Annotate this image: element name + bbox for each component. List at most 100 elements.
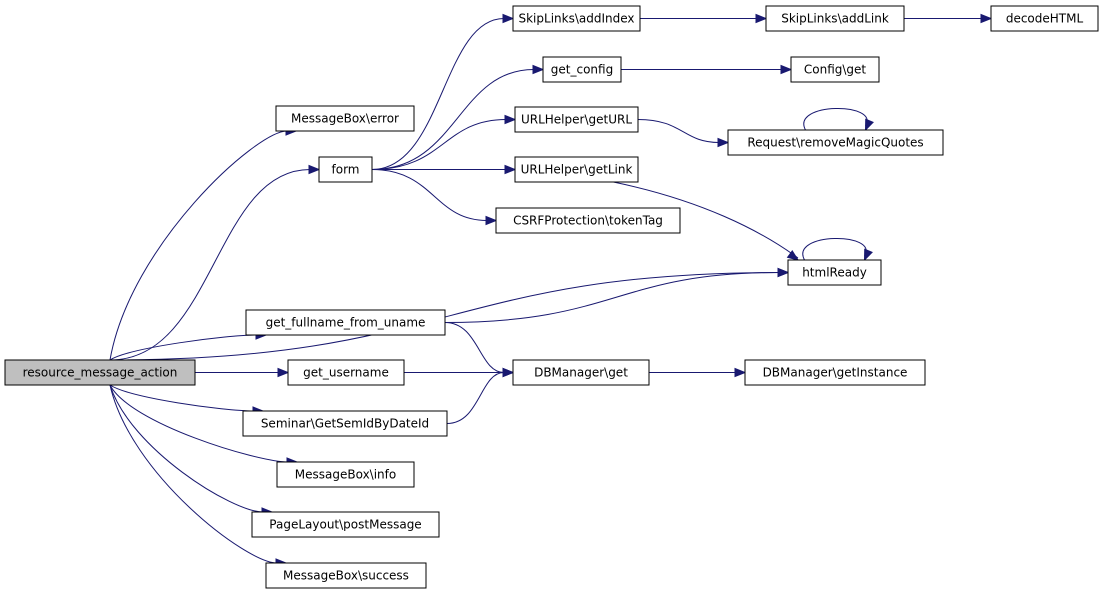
arrowhead-icon	[863, 248, 873, 262]
node-label: URLHelper\getLink	[521, 163, 633, 177]
nodes-layer: resource_message_action MessageBox\error f…	[4, 5, 1099, 589]
node-get-username[interactable]: get_username	[287, 359, 405, 386]
arrowhead-icon	[308, 164, 321, 175]
node-box[interactable]	[275, 105, 415, 132]
node-get-fullname-from-uname[interactable]: get_fullname_from_uname	[245, 309, 446, 336]
arrowhead-icon	[755, 13, 768, 24]
edge-form-to-csrf	[371, 169, 498, 226]
node-urlhelper-getlink[interactable]: URLHelper\getLink	[514, 156, 639, 183]
node-box[interactable]	[287, 359, 405, 386]
node-label: PageLayout\postMessage	[269, 518, 421, 532]
edge-sem-to-dbm_get	[446, 367, 515, 424]
edge-htmlReady-to-htmlReady	[802, 237, 873, 262]
node-label: URLHelper\getURL	[521, 113, 632, 127]
edge-line	[109, 384, 278, 564]
edge-line	[109, 384, 289, 463]
node-box[interactable]	[727, 129, 944, 156]
edge-dbm_get-to-dbm_inst	[649, 367, 747, 378]
edge-form-to-uh_getLink	[372, 164, 517, 175]
node-messagebox-info[interactable]: MessageBox\info	[276, 461, 415, 488]
node-box[interactable]	[542, 56, 622, 83]
arrowhead-icon	[504, 114, 517, 125]
node-box[interactable]	[787, 259, 882, 286]
edge-line	[446, 372, 505, 424]
edge-line	[637, 119, 720, 143]
node-resource-message-action[interactable]: resource_message_action	[4, 359, 196, 386]
edge-line	[371, 169, 488, 221]
node-box[interactable]	[276, 461, 415, 488]
node-skiplinks-addindex[interactable]: SkipLinks\addIndex	[512, 5, 641, 32]
node-get-config[interactable]: get_config	[542, 56, 622, 83]
node-label: decodeHTML	[1006, 12, 1084, 26]
node-htmlready[interactable]: htmlReady	[787, 259, 882, 286]
node-box[interactable]	[318, 156, 373, 183]
node-seminar-getsemidbydateid[interactable]: Seminar\GetSemIdByDateId	[242, 410, 448, 437]
node-box[interactable]	[251, 511, 440, 538]
arrowhead-icon	[780, 64, 793, 75]
edge-line	[109, 169, 311, 361]
edge-form-to-get_config	[371, 64, 545, 170]
arrowhead-icon	[980, 13, 993, 24]
node-csrfprotection-tokentag[interactable]: CSRFProtection\tokenTag	[495, 207, 681, 234]
node-label: Config\get	[804, 63, 867, 77]
node-dbmanager-get[interactable]: DBManager\get	[512, 359, 650, 386]
node-form[interactable]: form	[318, 156, 373, 183]
edge-line	[109, 384, 255, 412]
edge-line	[803, 107, 868, 131]
edges-layer	[109, 13, 993, 568]
edge-get_username-to-dbm_get	[404, 367, 515, 378]
edge-root-to-get_username	[195, 367, 290, 378]
arrowhead-icon	[717, 137, 730, 148]
node-label: Seminar\GetSemIdByDateId	[261, 417, 429, 431]
node-label: get_config	[551, 63, 613, 77]
node-messagebox-error[interactable]: MessageBox\error	[275, 105, 415, 132]
node-box[interactable]	[4, 359, 196, 386]
edge-root-to-form	[109, 164, 321, 361]
edge-sl_addIndex-to-sl_addLink	[640, 13, 768, 24]
node-box[interactable]	[744, 359, 926, 386]
edge-line	[109, 272, 780, 361]
node-box[interactable]	[265, 562, 427, 589]
edge-get_config-to-config_get	[621, 64, 793, 75]
node-box[interactable]	[242, 410, 448, 437]
arrowhead-icon	[777, 267, 790, 278]
node-box[interactable]	[245, 309, 446, 336]
node-dbmanager-getinstance[interactable]: DBManager\getInstance	[744, 359, 926, 386]
node-label: MessageBox\info	[295, 468, 396, 482]
edge-line	[444, 272, 780, 323]
node-decodehtml[interactable]: decodeHTML	[990, 5, 1099, 32]
node-box[interactable]	[990, 5, 1099, 32]
arrowhead-icon	[485, 215, 498, 226]
node-box[interactable]	[514, 156, 639, 183]
edge-root-to-gfn	[109, 330, 268, 361]
node-pagelayout-postmessage[interactable]: PageLayout\postMessage	[251, 511, 440, 538]
edge-line	[444, 322, 505, 373]
edge-line	[613, 181, 799, 259]
edge-line	[109, 384, 264, 513]
edge-line	[802, 237, 867, 261]
node-box[interactable]	[512, 5, 641, 32]
node-label: get_username	[303, 366, 389, 380]
node-box[interactable]	[512, 359, 650, 386]
edge-uh_getURL-to-req_rmq	[637, 119, 730, 148]
node-messagebox-success[interactable]: MessageBox\success	[265, 562, 427, 589]
node-label: DBManager\get	[534, 366, 628, 380]
node-config-get[interactable]: Config\get	[790, 56, 880, 83]
edge-gfn-to-htmlReady	[444, 267, 790, 323]
arrowhead-icon	[864, 118, 874, 132]
node-label: get_fullname_from_uname	[266, 316, 426, 330]
edge-line	[371, 69, 535, 170]
node-label: resource_message_action	[23, 366, 178, 380]
arrowhead-icon	[502, 13, 515, 24]
node-request-removemagicquotes[interactable]: Request\removeMagicQuotes	[727, 129, 944, 156]
edge-line	[371, 119, 507, 170]
node-box[interactable]	[790, 56, 880, 83]
node-box[interactable]	[765, 5, 905, 32]
edge-root-to-sem	[109, 384, 265, 416]
node-skiplinks-addlink[interactable]: SkipLinks\addLink	[765, 5, 905, 32]
node-label: SkipLinks\addLink	[781, 12, 889, 26]
node-box[interactable]	[495, 207, 681, 234]
node-box[interactable]	[514, 106, 639, 133]
node-label: DBManager\getInstance	[763, 366, 908, 380]
node-urlhelper-geturl[interactable]: URLHelper\getURL	[514, 106, 639, 133]
